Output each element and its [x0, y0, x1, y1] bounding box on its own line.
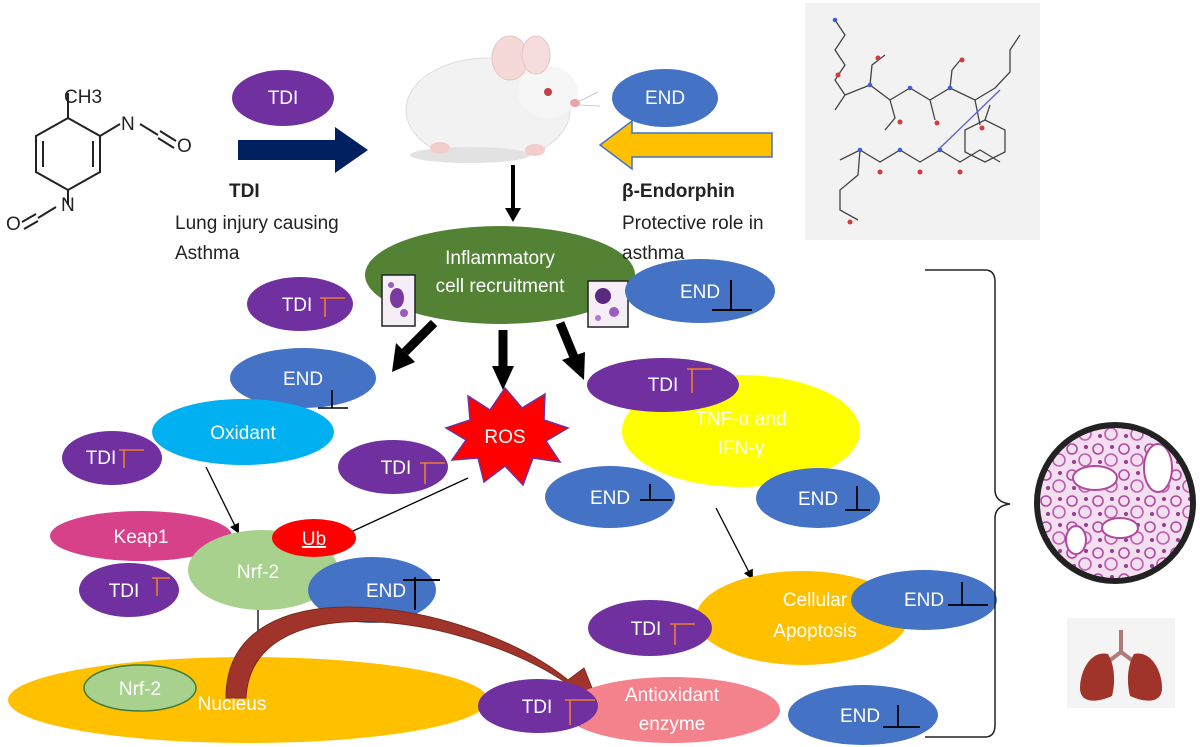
mouse-image — [405, 35, 601, 163]
end-oxidant-oval — [230, 348, 376, 408]
tdi-nrf2-label: TDI — [109, 581, 140, 602]
end-tnf-left-mark — [640, 484, 672, 501]
tdi-desc-2: Asthma — [175, 243, 240, 264]
lungs-icon — [1067, 618, 1175, 708]
end-inflammatory-oval — [625, 259, 775, 323]
antioxidant-label-2: enzyme — [639, 714, 706, 735]
end-top-oval — [612, 69, 718, 127]
end-inflammatory-mark — [712, 280, 752, 311]
n-atom-top: N — [121, 114, 135, 135]
tdi-antioxidant-mark — [565, 699, 595, 725]
end-tnf-right-mark — [845, 486, 870, 511]
end-tnf-right-oval — [756, 468, 880, 528]
tnf-label-1: TNF-α and — [695, 409, 786, 430]
right-bracket — [925, 269, 1011, 738]
end-arrow — [598, 119, 773, 171]
tdi-nrf2-oval — [79, 563, 179, 617]
end-apoptosis-mark — [948, 582, 988, 606]
tdi-apoptosis-oval — [588, 600, 712, 656]
tnf-label-2: IFN-γ — [718, 438, 765, 459]
tdi-oxidant-mark — [119, 449, 144, 468]
inflammatory-branch-arrows — [392, 319, 585, 390]
oxidant-label: Oxidant — [210, 423, 276, 444]
tdi-structure — [21, 93, 177, 230]
end-apoptosis-label: END — [904, 590, 944, 611]
inflammatory-label-1: Inflammatory — [445, 248, 555, 269]
end-nrf2-oval — [308, 557, 436, 623]
nucleus-label: Nucleus — [198, 694, 267, 715]
tdi-nrf2-mark — [152, 577, 170, 596]
end-antioxidant-oval — [788, 685, 938, 745]
o-atom-top: O — [177, 136, 192, 157]
endorphin-structure — [805, 3, 1040, 240]
end-tnf-left-oval — [545, 466, 675, 528]
antioxidant-oval — [564, 677, 780, 743]
o-atom-bottom: O — [6, 214, 21, 235]
end-oxidant-mark — [318, 390, 348, 409]
tdi-ros-mark — [420, 462, 445, 484]
tdi-inflammatory-label: TDI — [282, 295, 313, 316]
tdi-ros-oval — [338, 440, 448, 494]
end-inflammatory-label: END — [680, 282, 720, 303]
tdi-tnf-label: TDI — [648, 375, 679, 396]
n-atom-bottom: N — [61, 195, 75, 216]
tdi-oxidant-oval — [62, 431, 162, 485]
tdi-antioxidant-label: TDI — [522, 697, 553, 718]
inflammatory-oval — [365, 226, 635, 324]
tdi-apoptosis-mark — [670, 623, 695, 645]
keap1-label: Keap1 — [114, 527, 169, 548]
ros-burst — [444, 386, 570, 487]
endorphin-desc-1: Protective role in — [622, 213, 764, 234]
tdi-antioxidant-oval — [478, 679, 598, 733]
tdi-tnf-oval — [587, 358, 739, 412]
keap1-oval — [50, 511, 232, 561]
endorphin-title: β-Endorphin — [622, 181, 735, 202]
end-apoptosis-oval — [851, 570, 997, 630]
nrf2-label: Nrf-2 — [237, 562, 279, 583]
end-nrf2-mark — [403, 577, 440, 610]
antioxidant-label-1: Antioxidant — [625, 685, 720, 706]
ub-oval — [272, 519, 356, 557]
endorphin-desc-2: asthma — [622, 243, 685, 264]
inflammatory-label-2: cell recruitment — [436, 276, 566, 297]
end-tnf-left-label: END — [590, 488, 630, 509]
end-top-label: END — [645, 88, 685, 109]
cell-micrograph-left — [381, 274, 416, 327]
end-oxidant-label: END — [283, 369, 323, 390]
tdi-top-label: TDI — [268, 88, 299, 109]
lung-tissue-image — [1034, 422, 1196, 584]
tdi-ros-label: TDI — [381, 458, 412, 479]
apoptosis-label-2: Apoptosis — [773, 621, 856, 642]
nrf2-nucleus-label: Nrf-2 — [119, 679, 161, 700]
end-tnf-right-label: END — [798, 489, 838, 510]
tdi-tnf-mark — [687, 368, 712, 393]
ub-label: Ub — [302, 529, 326, 550]
end-antioxidant-label: END — [840, 706, 880, 727]
tdi-top-oval — [232, 70, 334, 126]
tdi-title: TDI — [229, 181, 260, 202]
end-antioxidant-mark — [883, 705, 920, 728]
tdi-inflammatory-oval — [247, 277, 353, 331]
end-nrf2-label: END — [366, 581, 406, 602]
ros-label: ROS — [484, 427, 525, 448]
ch3-label: CH3 — [64, 87, 102, 108]
cell-micrograph-right — [587, 280, 629, 328]
tdi-arrow — [238, 127, 368, 173]
tdi-apoptosis-label: TDI — [631, 619, 662, 640]
tdi-oxidant-label: TDI — [86, 448, 117, 469]
apoptosis-label-1: Cellular — [783, 590, 848, 611]
oxidant-oval — [152, 399, 334, 465]
tdi-inflammatory-mark — [320, 297, 345, 317]
mouse-to-inflammatory-head — [505, 208, 521, 222]
tdi-desc-1: Lung injury causing — [175, 213, 339, 234]
nrf2-nucleus-oval — [83, 664, 197, 712]
